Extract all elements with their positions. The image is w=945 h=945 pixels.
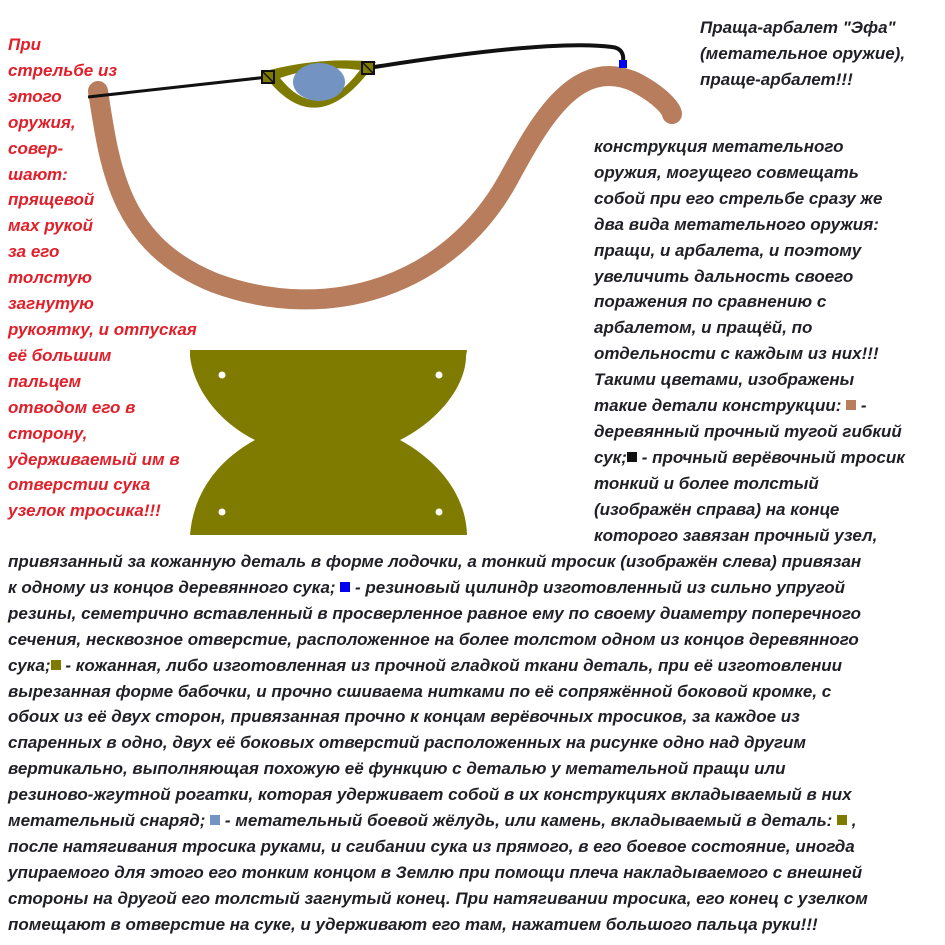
text-line: привязанный за кожанную деталь в форме л…: [8, 552, 862, 571]
title-line: (метательное оружие),: [700, 43, 906, 63]
text-line: помещают в отверстие на суке, и удержива…: [8, 914, 818, 934]
note-line: При: [8, 35, 41, 54]
bottom-text: привязанный за кожанную деталь в форме л…: [8, 549, 868, 938]
legend-line: сук; - прочный верёвочный тросик: [594, 447, 905, 467]
note-line: отверстии сука: [8, 475, 151, 495]
rubber-swatch: [340, 581, 351, 592]
note-line: мах рукой: [8, 216, 93, 236]
paragraph-line: два вида метательного оружия:: [594, 214, 879, 234]
note-line: толстую: [8, 268, 92, 288]
projectile-swatch: [210, 815, 221, 826]
paragraph-line: арбалетом, и пращёй, по: [594, 318, 813, 338]
projectile: [293, 63, 345, 101]
note-line: удерживаемый им в: [8, 449, 180, 469]
title-line: праще-арбалет!!!: [700, 69, 853, 89]
butterfly-hole: [435, 508, 443, 516]
note-line: этого: [8, 86, 62, 106]
legend-line: деревянный прочный тугой гибкий: [594, 421, 902, 441]
paragraph-line: пращи, и арбалета, и поэтому: [594, 240, 862, 260]
note-line: рукоятку, и отпуская: [8, 319, 197, 339]
paragraph-line: увеличить дальность своего: [594, 266, 854, 286]
note-line: загнутую: [8, 294, 94, 314]
thick-rope: [367, 43, 626, 70]
text-line: резиново-жгутной рогатки, которая удержи…: [8, 785, 852, 805]
butterfly-hole: [435, 371, 443, 379]
paragraph-line: конструкция метательного: [594, 137, 844, 156]
text-line: стороны на другой его толстый загнутый к…: [8, 888, 868, 908]
butterfly-hole: [218, 371, 226, 379]
note-line: прящевой: [8, 190, 95, 210]
note-line: совер-: [8, 138, 64, 158]
note-line: стрельбе из: [8, 60, 118, 80]
rope-swatch: [626, 451, 637, 462]
text-line: спаренных в одно, двух её боковых отверс…: [8, 733, 806, 753]
note-line: оружия,: [8, 112, 76, 132]
text-line: упираемого для этого его тонким концом в…: [8, 862, 863, 882]
text-line: метательный снаряд; - метательный боевой…: [8, 811, 857, 831]
note-line: за его: [8, 242, 60, 262]
text-line: сечения, несквозное отверстие, расположе…: [8, 629, 859, 649]
note-line: узелок тросика!!!: [8, 501, 161, 521]
leather-swatch: [50, 659, 61, 670]
paragraph-line: отдельности с каждым из них!!!: [594, 344, 879, 364]
leather-butterfly: [190, 350, 467, 535]
paragraph-line: Такими цветами, изображены: [594, 370, 855, 390]
text-line: вертикально, выполняющая похожую её функ…: [8, 759, 786, 779]
note-line: её большим: [8, 345, 112, 365]
paragraph-line: оружия, могущего совмещать: [594, 162, 859, 182]
right-paragraph: конструкция метательного оружия, могущего…: [594, 134, 905, 549]
note-line: сторону,: [8, 423, 88, 443]
wooden-bough: [88, 66, 682, 310]
text-line: после натягивания тросика руками, и сгиб…: [8, 836, 855, 856]
text-line: резины, семетрично вставленный в просвер…: [8, 603, 862, 623]
legend-line: тонкий и более толстый: [594, 473, 819, 493]
text-line: вырезанная форме бабочки, и прочно сшива…: [8, 681, 832, 701]
text-line: сука; - кожанная, либо изготовленная из …: [8, 655, 842, 675]
paragraph-line: поражения по сравнению с: [594, 292, 827, 312]
title-block: Праща-арбалет "Эфа" (метательное оружие),…: [700, 15, 905, 93]
note-line: отводом его в: [8, 397, 136, 417]
rubber-cylinder: [619, 60, 627, 68]
thin-rope: [87, 75, 269, 99]
leather-swatch: [837, 815, 848, 826]
legend-line: такие детали конструкции: -: [594, 396, 867, 416]
wood-swatch: [846, 400, 857, 411]
paragraph-line: собой при его стрельбе сразу же: [594, 188, 883, 208]
note-line: шают:: [8, 164, 68, 184]
left-note: При стрельбе из этого оружия, совер-шают: пря…: [8, 32, 197, 524]
note-line: пальцем: [8, 371, 82, 391]
title-line: Праща-арбалет "Эфа": [700, 18, 896, 37]
legend-line: которого завязан прочный узел,: [594, 525, 878, 545]
text-line: обоих из её двух сторон, привязанная про…: [8, 707, 800, 727]
butterfly-hole: [218, 508, 226, 516]
text-line: к одному из концов деревянного сука; - р…: [8, 577, 845, 597]
legend-intro: такие детали конструкции:: [594, 396, 842, 416]
legend-line: (изображён справа) на конце: [594, 499, 840, 519]
